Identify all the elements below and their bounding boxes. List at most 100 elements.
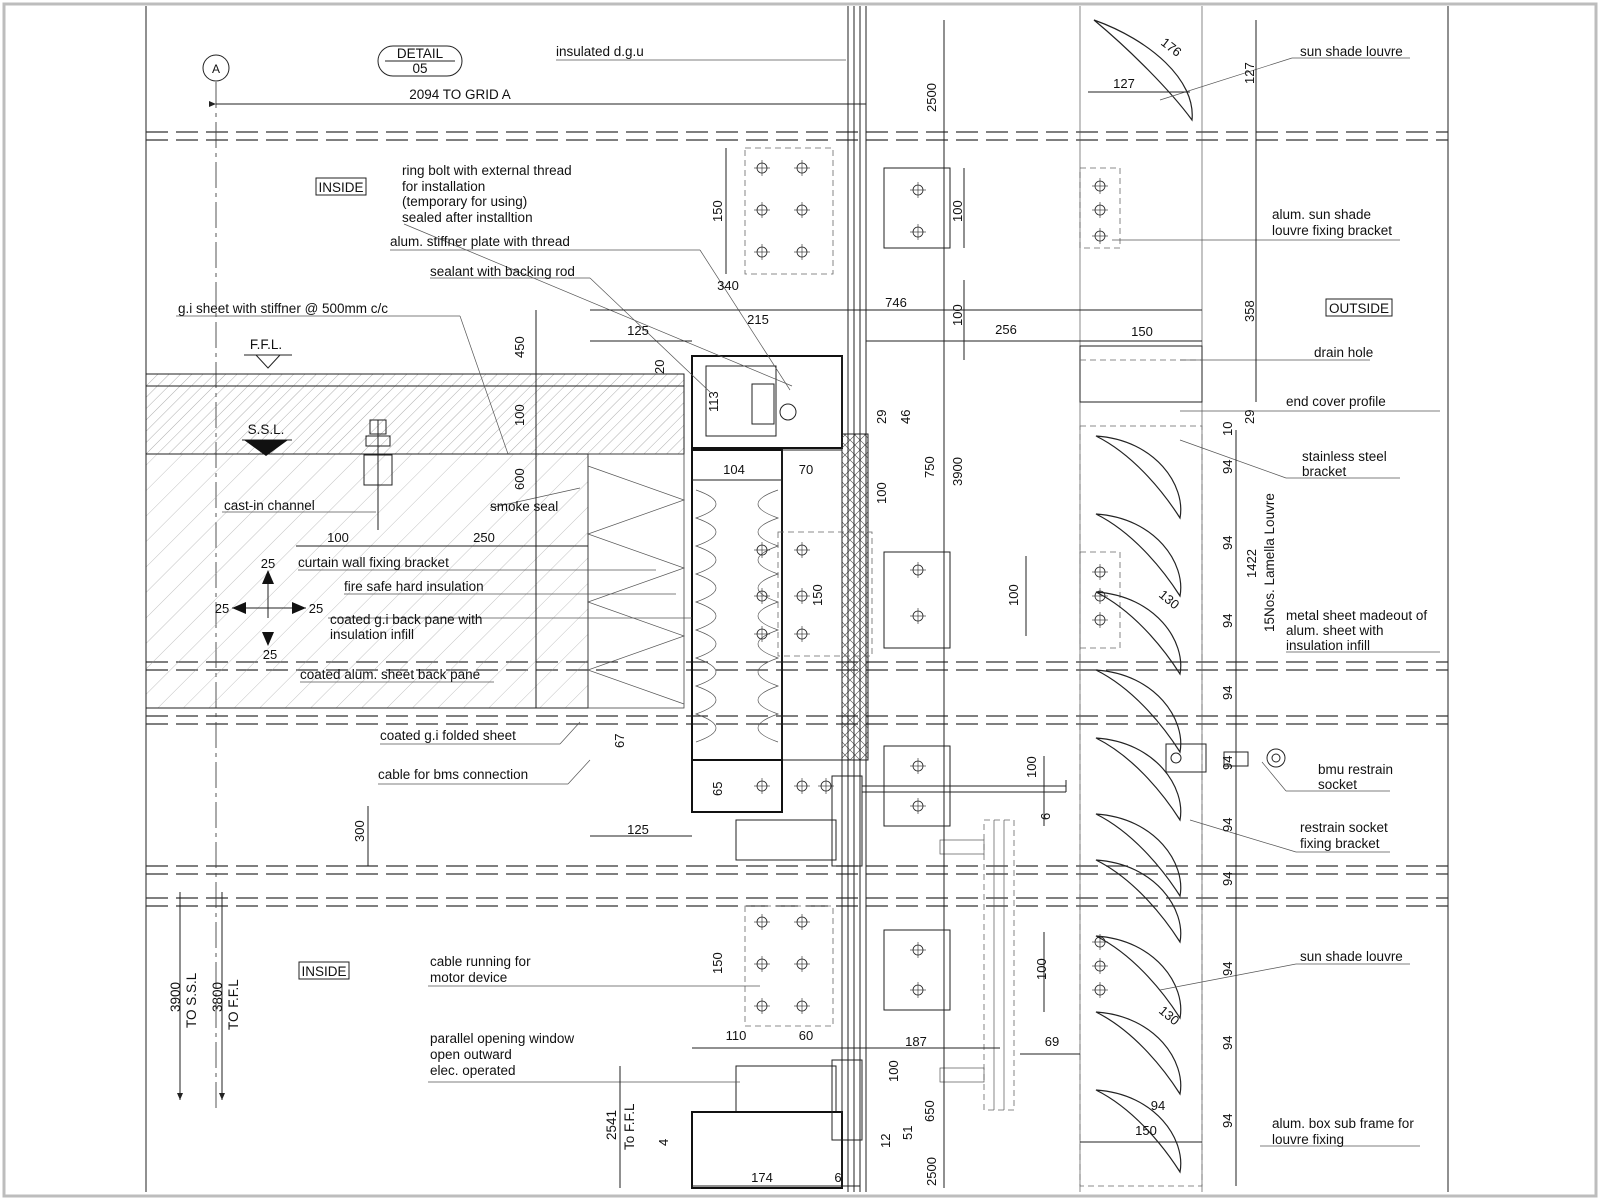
dim-46: 46	[898, 410, 913, 424]
dim-6: 6	[1038, 813, 1053, 820]
louvre-blades	[1093, 19, 1193, 1174]
bmu-socket-label-1: bmu restrain	[1318, 762, 1393, 777]
drain-hole-label: drain hole	[1314, 345, 1373, 360]
window-label-1: parallel opening window	[430, 1031, 574, 1046]
dim-130-a: 130	[1156, 587, 1182, 612]
bolt-icon	[910, 942, 926, 958]
dim-100-low: 100	[1034, 958, 1049, 980]
dim-100-top: 100	[950, 200, 965, 222]
bolt-icon	[794, 914, 810, 930]
dim-65: 65	[710, 782, 725, 796]
curtain-wall-mullion	[691, 6, 869, 1192]
cast-in-label: cast-in channel	[224, 498, 315, 513]
dim-113: 113	[706, 391, 721, 412]
dim-127-h: 127	[1113, 76, 1135, 91]
bolt-icon	[794, 244, 810, 260]
dim-2500-top: 2500	[924, 83, 939, 112]
bolt-icon	[754, 588, 770, 604]
dgu-label: insulated d.g.u	[556, 44, 644, 59]
window-ffl-value: 2541	[604, 1110, 619, 1140]
louvre-bottom-label: sun shade louvre	[1300, 949, 1403, 964]
ss-bracket-label-2: bracket	[1302, 464, 1347, 479]
louvre-bracket-label-2: louvre fixing bracket	[1272, 223, 1392, 238]
dim-100-plate: 100	[1006, 584, 1021, 606]
bms-cable-label: cable for bms connection	[378, 767, 528, 782]
dim-176: 176	[1158, 35, 1184, 60]
svg-text:S.S.L.: S.S.L.	[248, 422, 285, 437]
dim-215: 215	[747, 312, 769, 327]
dim-104: 104	[723, 462, 745, 477]
inside-tag-bottom: INSIDE	[298, 961, 350, 980]
smoke-seal-label: smoke seal	[490, 499, 558, 514]
dimension-texts: 176 127 340 746 215 125 256 150 104 70 1…	[327, 35, 1259, 1186]
grid-offset-label: 2094 TO GRID A	[409, 87, 511, 102]
outside-tag: OUTSIDE	[1325, 298, 1393, 317]
bolt-icon	[910, 562, 926, 578]
bolt-icon	[1092, 612, 1108, 628]
louvre-blade-icon	[1095, 669, 1182, 754]
alum-back-pane-label: coated alum. sheet back pane	[300, 667, 480, 682]
dim-60: 60	[799, 1028, 813, 1043]
dim-2500-bot: 2500	[924, 1157, 939, 1186]
end-cover-label: end cover profile	[1286, 394, 1386, 409]
leader-lines	[176, 57, 1440, 1147]
dim-1422: 1422	[1244, 549, 1259, 578]
bolt-icon	[754, 914, 770, 930]
dim-600: 600	[512, 468, 527, 490]
louvre-blade-icon	[1095, 591, 1182, 676]
bolt-icon	[794, 588, 810, 604]
bolt-icon	[754, 542, 770, 558]
dim-100-v: 100	[874, 482, 889, 504]
louvre-blade-icon	[1095, 859, 1182, 944]
bolt-icon	[818, 778, 834, 794]
concrete-slab	[145, 373, 685, 709]
louvre-blade-icon	[1095, 1011, 1182, 1096]
dim-150-top: 150	[710, 200, 725, 222]
dim-150-low: 150	[710, 952, 725, 974]
to-ssl-text: TO S.S.L	[184, 972, 199, 1028]
louvre-blade-icon	[1095, 737, 1182, 822]
dim-130-b: 130	[1156, 1003, 1182, 1028]
bmu-socket-label-2: socket	[1318, 777, 1357, 792]
bolt-icon	[910, 608, 926, 624]
metal-sheet-label-3: insulation infill	[1286, 638, 1370, 653]
bolt-icon	[910, 982, 926, 998]
dim-3900: 3900	[950, 457, 965, 486]
ring-bolt-label-2: for installation	[402, 179, 485, 194]
dim-100-slab: 100	[512, 404, 527, 426]
ffl-marker: F.F.L.	[244, 337, 292, 369]
box-frame-label-1: alum. box sub frame for	[1272, 1116, 1414, 1131]
dim-29-a: 29	[874, 410, 889, 424]
fixing-plates	[744, 147, 1121, 1027]
svg-text:F.F.L.: F.F.L.	[250, 337, 282, 352]
dim-750: 750	[922, 456, 937, 478]
ring-bolt-label-4: sealed after installtion	[402, 210, 533, 225]
dim-94: 94	[1220, 1036, 1235, 1050]
bolt-icon	[794, 202, 810, 218]
svg-text:INSIDE: INSIDE	[318, 180, 363, 195]
window-label-3: elec. operated	[430, 1063, 516, 1078]
bolt-icon	[754, 626, 770, 642]
dim-174: 174	[751, 1170, 773, 1185]
dim-100-mid: 100	[950, 304, 965, 326]
dim-20: 20	[652, 360, 667, 374]
dim-94: 94	[1220, 756, 1235, 770]
dim-4: 4	[656, 1139, 671, 1146]
ring-bolt-label-1: ring bolt with external thread	[402, 163, 572, 178]
bolt-icon	[910, 798, 926, 814]
ring-bolt-label-3: (temporary for using)	[402, 194, 527, 209]
dim-94: 94	[1220, 536, 1235, 550]
dim-70: 70	[799, 462, 813, 477]
svg-text:INSIDE: INSIDE	[301, 964, 346, 979]
ss-bracket-label-1: stainless steel	[1302, 449, 1387, 464]
gi-back-pane-label-2: insulation infill	[330, 627, 414, 642]
dim-125-top: 125	[627, 323, 649, 338]
louvre-blade-icon	[1095, 1089, 1182, 1174]
louvre-bracket-label-1: alum. sun shade	[1272, 207, 1371, 222]
louvre-top-label: sun shade louvre	[1300, 44, 1403, 59]
dim-94-bot: 94	[1151, 1098, 1165, 1113]
movement-arrows: 25 25 25 25	[215, 556, 323, 662]
dim-100-cast: 100	[327, 530, 349, 545]
bolt-icon	[754, 244, 770, 260]
